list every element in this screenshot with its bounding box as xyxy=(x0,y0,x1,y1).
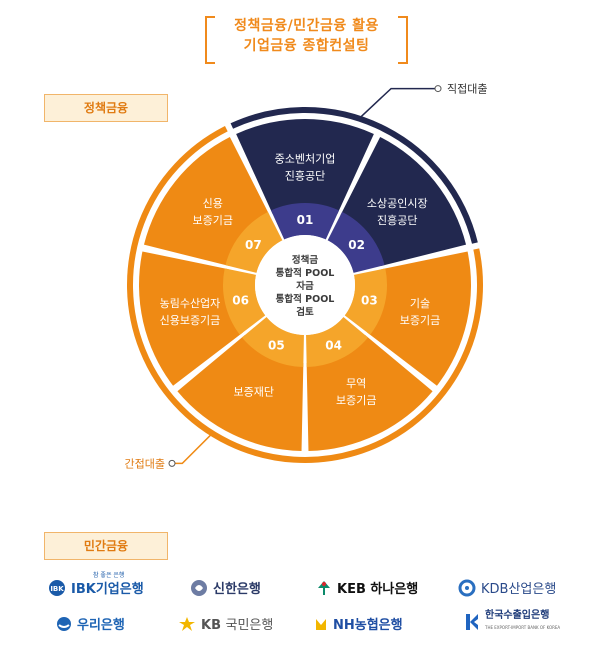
segment-07-label: 신용 xyxy=(203,197,223,210)
direct-loan-label: 직접대출 xyxy=(447,83,487,96)
bank-logo-ibk: IBK 참 좋은 은행 IBK기업은행 xyxy=(48,572,144,597)
svg-text:IBK: IBK xyxy=(50,585,64,593)
segment-04 xyxy=(306,334,433,451)
ibk-tagline: 참 좋은 은행 xyxy=(93,572,125,579)
center-text-line: 통합적 POOL xyxy=(276,293,335,305)
nh-logo-icon xyxy=(316,618,326,630)
kexim-text: 한국수출입은행 xyxy=(485,610,550,621)
inner-petal-06 xyxy=(222,268,266,335)
ibk-text: 기업은행 xyxy=(95,582,144,597)
policy-finance-label: 정책금융 xyxy=(44,94,168,122)
segment-02-label: 소상공인시장 xyxy=(367,197,428,210)
kexim-logo-icon xyxy=(466,614,478,630)
segment-03 xyxy=(366,251,471,386)
title-line-2: 기업금융 종합컨설팅 xyxy=(243,38,370,54)
segment-05-label: 보증재단 xyxy=(234,385,274,398)
bank-logo-hana: KEB 하나은행 xyxy=(316,578,418,597)
inner-petal-04 xyxy=(306,316,369,367)
title-line-1: 정책금융/민간금융 활용 xyxy=(234,18,379,34)
segment-01-label: 중소벤처기업 xyxy=(275,153,336,166)
direct-loan-dot xyxy=(434,85,442,93)
segment-06 xyxy=(139,251,244,386)
hana-prefix: KEB xyxy=(337,582,366,597)
segment-number-07: 07 xyxy=(245,238,262,252)
hana-text: 하나은행 xyxy=(370,582,419,597)
private-finance-label: 민간금융 xyxy=(44,532,168,560)
woori-logo-icon xyxy=(57,616,71,631)
page-title: 정책금융/민간금융 활용 기업금융 종합컨설팅 xyxy=(0,16,613,64)
kexim-tagline: THE EXPORT-IMPORT BANK OF KOREA xyxy=(485,625,561,630)
segment-06-label: 농림수산업자 xyxy=(160,297,221,310)
segment-04-label: 무역 xyxy=(346,377,366,390)
center-text-line: 검토 xyxy=(296,306,314,318)
ibk-prefix: IBK xyxy=(71,582,96,597)
center-text-line: 통합적 POOL xyxy=(276,267,335,279)
inner-petal-03 xyxy=(344,268,387,335)
inner-petal-02 xyxy=(327,211,385,273)
kb-text: 국민은행 xyxy=(225,618,274,633)
center-circle xyxy=(255,235,355,335)
kb-logo-icon xyxy=(179,616,195,631)
segment-07-label: 보증기금 xyxy=(193,214,233,227)
direct-loan-leader-line xyxy=(358,87,436,120)
segment-number-01: 01 xyxy=(297,213,314,227)
bank-logo-kdb: KDB산업은행 xyxy=(458,578,556,597)
hana-logo-icon xyxy=(318,580,330,595)
segment-01-label: 진흥공단 xyxy=(285,169,325,183)
direct-loan-outer-arc xyxy=(230,107,478,244)
bank-logo-shinhan: 신한은행 xyxy=(190,578,261,597)
ibk-logo-icon: IBK xyxy=(49,579,65,596)
nh-text: 농협은행 xyxy=(354,618,403,633)
kdb-text: KDB산업은행 xyxy=(481,582,557,597)
kb-prefix: KB xyxy=(201,618,221,633)
segment-05 xyxy=(177,334,304,451)
center-text-line: 자금 xyxy=(296,280,314,292)
nh-prefix: NH xyxy=(333,618,355,633)
segment-01 xyxy=(236,119,374,215)
segment-07 xyxy=(143,136,270,267)
segment-number-04: 04 xyxy=(325,338,342,352)
segment-number-03: 03 xyxy=(361,294,378,308)
bank-logo-kexim: 한국수출입은행 THE EXPORT-IMPORT BANK OF KOREA xyxy=(464,610,560,634)
inner-petal-01 xyxy=(270,203,340,240)
shinhan-text: 신한은행 xyxy=(213,582,261,597)
indirect-loan-leader-line xyxy=(174,432,213,465)
segment-number-05: 05 xyxy=(268,338,285,352)
segment-number-06: 06 xyxy=(232,294,249,308)
bank-logo-nh: NH농협은행 xyxy=(314,614,403,633)
indirect-loan-outer-arc xyxy=(127,126,483,463)
inner-petal-05 xyxy=(241,316,304,367)
indirect-loan-dot xyxy=(168,459,176,467)
indirect-loan-label: 간접대출 xyxy=(125,457,165,470)
segment-03-label: 기술 xyxy=(410,297,430,310)
bank-logo-kb: KB 국민은행 xyxy=(178,614,273,633)
finance-wheel-diagram: 중소벤처기업진흥공단소상공인시장진흥공단기술보증기금무역보증기금보증재단농림수산… xyxy=(125,83,488,471)
inner-petal-07 xyxy=(225,211,283,273)
segment-02-label: 진흥공단 xyxy=(377,213,417,227)
title-bracket-left xyxy=(205,16,215,64)
center-text-line: 정책금 xyxy=(292,254,318,266)
segment-04-label: 보증기금 xyxy=(336,394,376,407)
segment-02 xyxy=(340,136,467,267)
segment-number-02: 02 xyxy=(348,238,365,252)
segment-03-label: 보증기금 xyxy=(400,314,440,327)
segment-06-label: 신용보증기금 xyxy=(160,314,221,327)
kdb-logo-icon xyxy=(458,579,476,596)
woori-text: 우리은행 xyxy=(77,618,125,633)
bank-logo-woori: 우리은행 xyxy=(56,614,125,633)
title-bracket-right xyxy=(398,16,408,64)
shinhan-logo-icon xyxy=(191,579,207,596)
